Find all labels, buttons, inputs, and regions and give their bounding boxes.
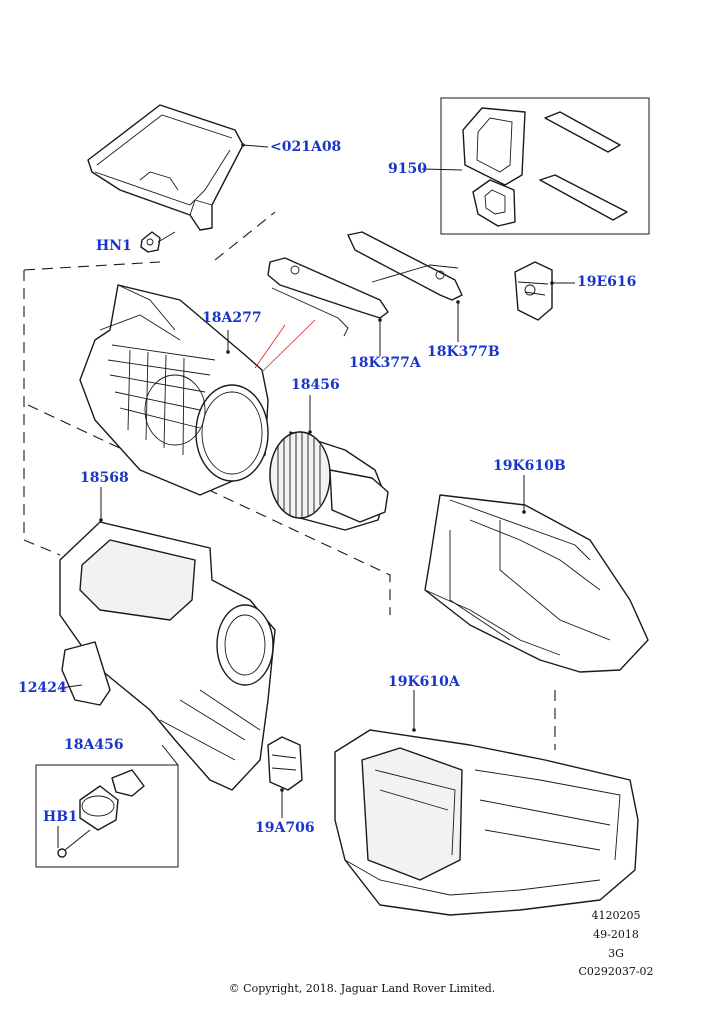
ref-number-1: 4120205 bbox=[591, 909, 641, 922]
blower-housing-part bbox=[79, 284, 269, 496]
callout-hb1: HB1 bbox=[43, 809, 78, 825]
main-housing-19k610a-part bbox=[334, 729, 639, 916]
intake-scroll-part bbox=[59, 521, 276, 791]
lower-housing-19k610b-part bbox=[424, 494, 649, 673]
callout-18a456: 18A456 bbox=[64, 737, 124, 753]
callout-19k610b: 19K610B bbox=[493, 458, 566, 474]
callout-18456: 18456 bbox=[291, 377, 340, 393]
plug-hn1-part bbox=[140, 231, 161, 253]
filter-cover-part bbox=[87, 104, 244, 231]
callout-18k377a: 18K377A bbox=[349, 355, 421, 371]
callout-hn1: HN1 bbox=[96, 238, 132, 254]
copyright-notice: © Copyright, 2018. Jaguar Land Rover Lim… bbox=[228, 982, 496, 995]
resistor-kit-box bbox=[35, 764, 179, 868]
callout-9150: 9150 bbox=[388, 161, 427, 177]
callout-18a277: 18A277 bbox=[202, 310, 262, 326]
actuator-arms-part bbox=[267, 231, 463, 337]
ref-number-4: C0292037-02 bbox=[578, 965, 654, 978]
actuator-motor-19e616-part bbox=[514, 261, 553, 321]
filter-kit-box bbox=[440, 97, 650, 235]
ref-number-2: 49-2018 bbox=[593, 928, 639, 941]
callout-18568: 18568 bbox=[80, 470, 129, 486]
gasket-12424-part bbox=[61, 641, 111, 706]
blower-motor-part bbox=[269, 431, 389, 531]
callout-18k377b: 18K377B bbox=[427, 344, 500, 360]
callout-19k610a: 19K610A bbox=[388, 674, 460, 690]
callout-19a706: 19A706 bbox=[255, 820, 315, 836]
ref-number-3: 3G bbox=[608, 947, 624, 960]
callout-021a08: <021A08 bbox=[270, 139, 342, 155]
callout-12424: 12424 bbox=[18, 680, 67, 696]
controller-19a706-part bbox=[267, 736, 303, 791]
callout-19e616: 19E616 bbox=[577, 274, 637, 290]
leader-lines bbox=[57, 143, 575, 848]
